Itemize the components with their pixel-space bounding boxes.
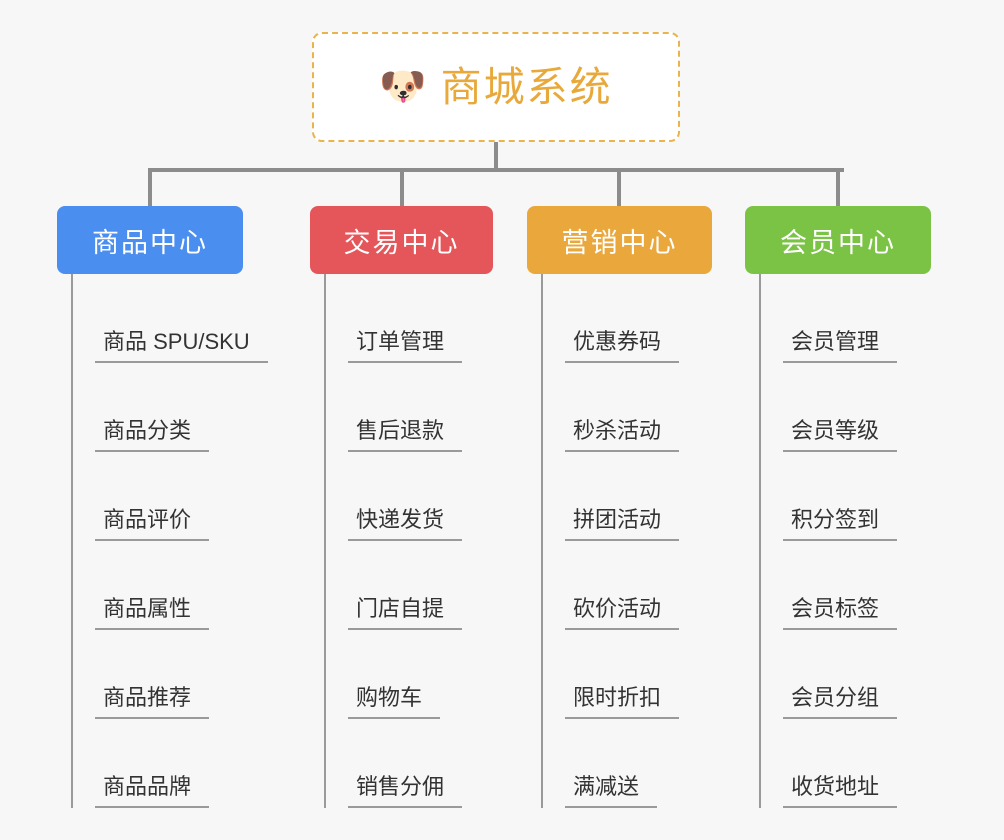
leaf-item[interactable]: 拼团活动 [543, 452, 712, 541]
leaf-item[interactable]: 限时折扣 [543, 630, 712, 719]
category-label: 营销中心 [561, 227, 678, 258]
leaf-label: 商品 SPU/SKU [95, 329, 268, 363]
leaf-item[interactable]: 满减送 [543, 719, 712, 808]
leaf-item[interactable]: 会员管理 [761, 274, 931, 363]
leaf-item[interactable]: 售后退款 [326, 363, 493, 452]
leaf-label: 会员等级 [783, 418, 898, 452]
leaf-label: 会员分组 [783, 685, 898, 719]
leaf-label: 门店自提 [348, 596, 463, 630]
leaf-label: 商品评价 [95, 507, 210, 541]
leaf-label: 满减送 [565, 774, 658, 808]
leaf-label: 商品品牌 [95, 774, 210, 808]
leaf-list-trade-center: 订单管理 售后退款 快递发货 门店自提 购物车 销售分佣 [324, 274, 493, 808]
leaf-item[interactable]: 商品分类 [73, 363, 268, 452]
connector-drop-marketing-center [617, 168, 621, 206]
branch-member-center: 会员中心 会员管理 会员等级 积分签到 会员标签 会员分组 收货地址 [745, 206, 931, 808]
leaf-item[interactable]: 秒杀活动 [543, 363, 712, 452]
connector-root-stem [494, 142, 498, 170]
connector-horizontal-bus [148, 168, 844, 172]
leaf-item[interactable]: 砍价活动 [543, 541, 712, 630]
leaf-label: 会员管理 [783, 329, 898, 363]
category-header-member-center[interactable]: 会员中心 [745, 206, 931, 274]
leaf-label: 快递发货 [348, 507, 463, 541]
leaf-item[interactable]: 购物车 [326, 630, 493, 719]
category-label: 商品中心 [92, 227, 208, 258]
category-label: 会员中心 [780, 227, 896, 258]
leaf-label: 订单管理 [348, 329, 463, 363]
leaf-label: 拼团活动 [565, 507, 680, 541]
connector-drop-trade-center [400, 168, 404, 206]
leaf-item[interactable]: 商品推荐 [73, 630, 268, 719]
leaf-label: 商品属性 [95, 596, 210, 630]
leaf-label: 积分签到 [783, 507, 898, 541]
leaf-item[interactable]: 商品 SPU/SKU [73, 274, 268, 363]
leaf-label: 销售分佣 [348, 774, 463, 808]
leaf-list-product-center: 商品 SPU/SKU 商品分类 商品评价 商品属性 商品推荐 商品品牌 [71, 274, 268, 808]
leaf-item[interactable]: 会员标签 [761, 541, 931, 630]
leaf-label: 秒杀活动 [565, 418, 680, 452]
category-header-product-center[interactable]: 商品中心 [57, 206, 243, 274]
leaf-item[interactable]: 商品品牌 [73, 719, 268, 808]
leaf-item[interactable]: 门店自提 [326, 541, 493, 630]
connector-drop-product-center [148, 168, 152, 206]
leaf-item[interactable]: 收货地址 [761, 719, 931, 808]
leaf-list-member-center: 会员管理 会员等级 积分签到 会员标签 会员分组 收货地址 [759, 274, 931, 808]
leaf-item[interactable]: 商品评价 [73, 452, 268, 541]
leaf-label: 售后退款 [348, 418, 463, 452]
leaf-label: 购物车 [348, 685, 441, 719]
leaf-item[interactable]: 商品属性 [73, 541, 268, 630]
root-title: 商城系统 [440, 63, 613, 110]
leaf-item[interactable]: 积分签到 [761, 452, 931, 541]
leaf-item[interactable]: 优惠券码 [543, 274, 712, 363]
leaf-label: 限时折扣 [565, 685, 680, 719]
leaf-label: 商品推荐 [95, 685, 210, 719]
leaf-list-marketing-center: 优惠券码 秒杀活动 拼团活动 砍价活动 限时折扣 满减送 [541, 274, 712, 808]
category-header-marketing-center[interactable]: 营销中心 [527, 206, 712, 274]
leaf-label: 商品分类 [95, 418, 210, 452]
leaf-item[interactable]: 快递发货 [326, 452, 493, 541]
leaf-label: 优惠券码 [565, 329, 680, 363]
leaf-label: 砍价活动 [565, 596, 680, 630]
root-node[interactable]: 🐶 商城系统 [312, 32, 680, 142]
leaf-label: 收货地址 [783, 774, 898, 808]
category-header-trade-center[interactable]: 交易中心 [310, 206, 493, 274]
branch-marketing-center: 营销中心 优惠券码 秒杀活动 拼团活动 砍价活动 限时折扣 满减送 [527, 206, 712, 808]
leaf-item[interactable]: 会员分组 [761, 630, 931, 719]
connector-drop-member-center [836, 168, 840, 206]
leaf-item[interactable]: 订单管理 [326, 274, 493, 363]
branch-product-center: 商品中心 商品 SPU/SKU 商品分类 商品评价 商品属性 商品推荐 商品品牌 [57, 206, 268, 808]
category-label: 交易中心 [343, 227, 460, 258]
dog-face-icon: 🐶 [379, 66, 427, 108]
leaf-item[interactable]: 销售分佣 [326, 719, 493, 808]
leaf-label: 会员标签 [783, 596, 898, 630]
branch-trade-center: 交易中心 订单管理 售后退款 快递发货 门店自提 购物车 销售分佣 [310, 206, 493, 808]
leaf-item[interactable]: 会员等级 [761, 363, 931, 452]
